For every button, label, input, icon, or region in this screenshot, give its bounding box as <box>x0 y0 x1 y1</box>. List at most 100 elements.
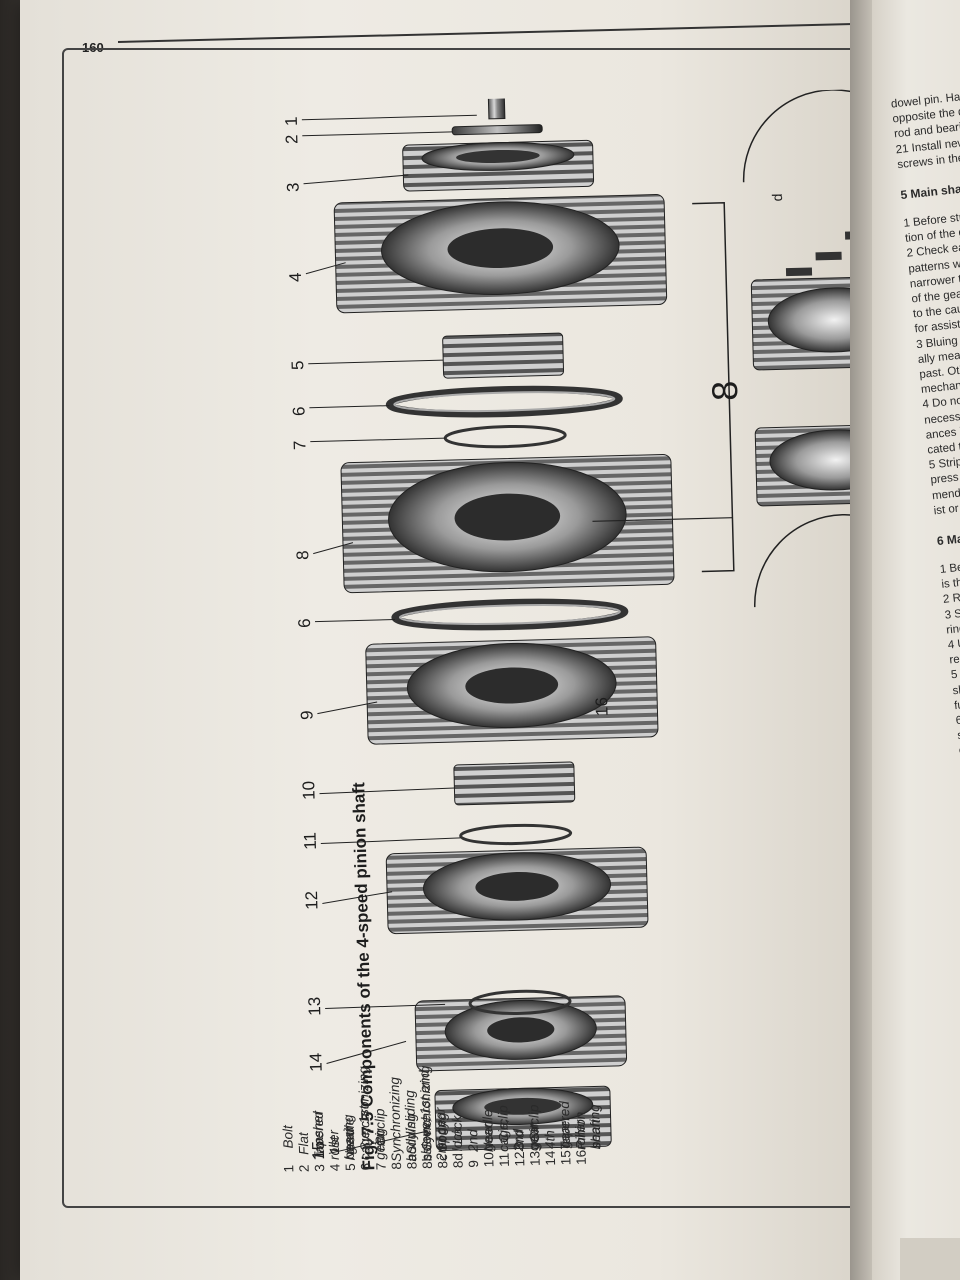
legend-number: 13 <box>527 1150 543 1167</box>
legend-number: 8b <box>419 1153 435 1170</box>
circlip <box>459 823 573 846</box>
legend-number: 14 <box>542 1150 559 1166</box>
page-number: 160 <box>82 40 104 55</box>
text-line: screws in the <box>896 152 960 172</box>
callout-number: 8 <box>293 550 313 561</box>
text-line: 2 Check eac <box>906 241 960 261</box>
callout-number: 7 <box>290 440 310 451</box>
leader-line <box>309 405 390 409</box>
text-line: ist or your f <box>933 499 960 518</box>
text-line: sliding slee <box>952 679 960 697</box>
legend-number: 3 <box>312 1163 328 1172</box>
circlip <box>468 989 572 1015</box>
legend-number: 4 <box>327 1163 343 1172</box>
callout-number: 14 <box>306 1052 326 1072</box>
bolt-shank <box>487 93 506 120</box>
text-line: 3 Slide the <box>944 604 960 622</box>
legend-number: 9 <box>465 1159 482 1168</box>
callout-number: 6 <box>294 618 315 629</box>
legend-text: Circlip <box>526 1104 543 1143</box>
text-line: 2 Remove <box>942 588 960 607</box>
legend-number: 8d <box>450 1152 466 1169</box>
header-rule <box>117 22 858 43</box>
section-heading: 5 Main shaf <box>899 181 960 203</box>
group-8-leader <box>592 517 733 522</box>
lock-piece <box>815 251 842 261</box>
callout-number: 16 <box>592 696 612 717</box>
leader-line <box>317 701 378 715</box>
sub-label: d <box>768 193 786 202</box>
legend-number: 11 <box>496 1152 512 1168</box>
legend-number: 8 <box>388 1161 405 1170</box>
text-line: narrower tha <box>909 271 960 291</box>
text-line: 4 Using a <box>947 635 960 652</box>
text-line: 3 Bluing is <box>915 333 960 351</box>
legend-number: 15 <box>558 1150 574 1166</box>
callout-number: 1 <box>281 116 302 127</box>
group-8-label: 8 <box>703 380 746 402</box>
lock-piece <box>785 267 813 277</box>
callout-number: 10 <box>299 780 319 801</box>
leader-line <box>303 174 409 185</box>
sync-ring-inner <box>398 604 621 625</box>
text-line: ring, and th <box>945 619 960 637</box>
callout-number: 4 <box>285 272 306 283</box>
gear-bore <box>475 871 559 901</box>
legend-text: Bolt <box>280 1125 296 1149</box>
callout-number: 15 <box>308 1140 329 1160</box>
sync-ring <box>385 385 623 418</box>
legend-number: 1 <box>281 1164 297 1173</box>
gear-bore <box>465 667 559 704</box>
text-line: 4 Do not re <box>922 393 960 412</box>
gear-bore <box>447 228 554 268</box>
group-8-bracket <box>692 202 735 573</box>
legend-item: 13 Circlip <box>526 1104 543 1166</box>
text-line: is the 4th g <box>940 573 960 592</box>
legend-number: 8a <box>404 1154 420 1170</box>
callout-number: 11 <box>300 831 320 851</box>
legend-number: 6 <box>358 1162 374 1171</box>
callout-number: 6 <box>289 406 309 417</box>
gear-bore <box>454 493 561 541</box>
legend-number: 5 <box>342 1163 358 1172</box>
needle-cage <box>442 332 565 379</box>
legend-number: 10 <box>481 1152 497 1168</box>
callout-number: 13 <box>304 996 325 1017</box>
leader-line <box>301 114 477 121</box>
leader-line <box>325 1003 446 1009</box>
flat-washer <box>451 124 543 136</box>
leader-line <box>308 359 444 365</box>
callout-number: 3 <box>283 182 303 193</box>
leader-line <box>319 787 455 795</box>
leader-line <box>328 1130 429 1154</box>
legend-text: Pinion shaft <box>572 1111 604 1150</box>
needle-cage <box>453 761 576 806</box>
text-line: ances in the <box>925 423 960 442</box>
legend-text: Circlip <box>372 1108 389 1147</box>
leader-line <box>305 262 346 275</box>
leader-line <box>310 437 446 443</box>
legend-number: 8c <box>434 1154 451 1169</box>
left-page: 160 <box>20 0 960 1280</box>
leader-line <box>313 542 354 555</box>
text-line: to the cause <box>912 302 960 321</box>
callout-number: 12 <box>302 890 322 911</box>
leader-line <box>322 891 393 905</box>
right-page-photo-corner <box>900 1238 960 1280</box>
sync-ring <box>391 598 629 631</box>
